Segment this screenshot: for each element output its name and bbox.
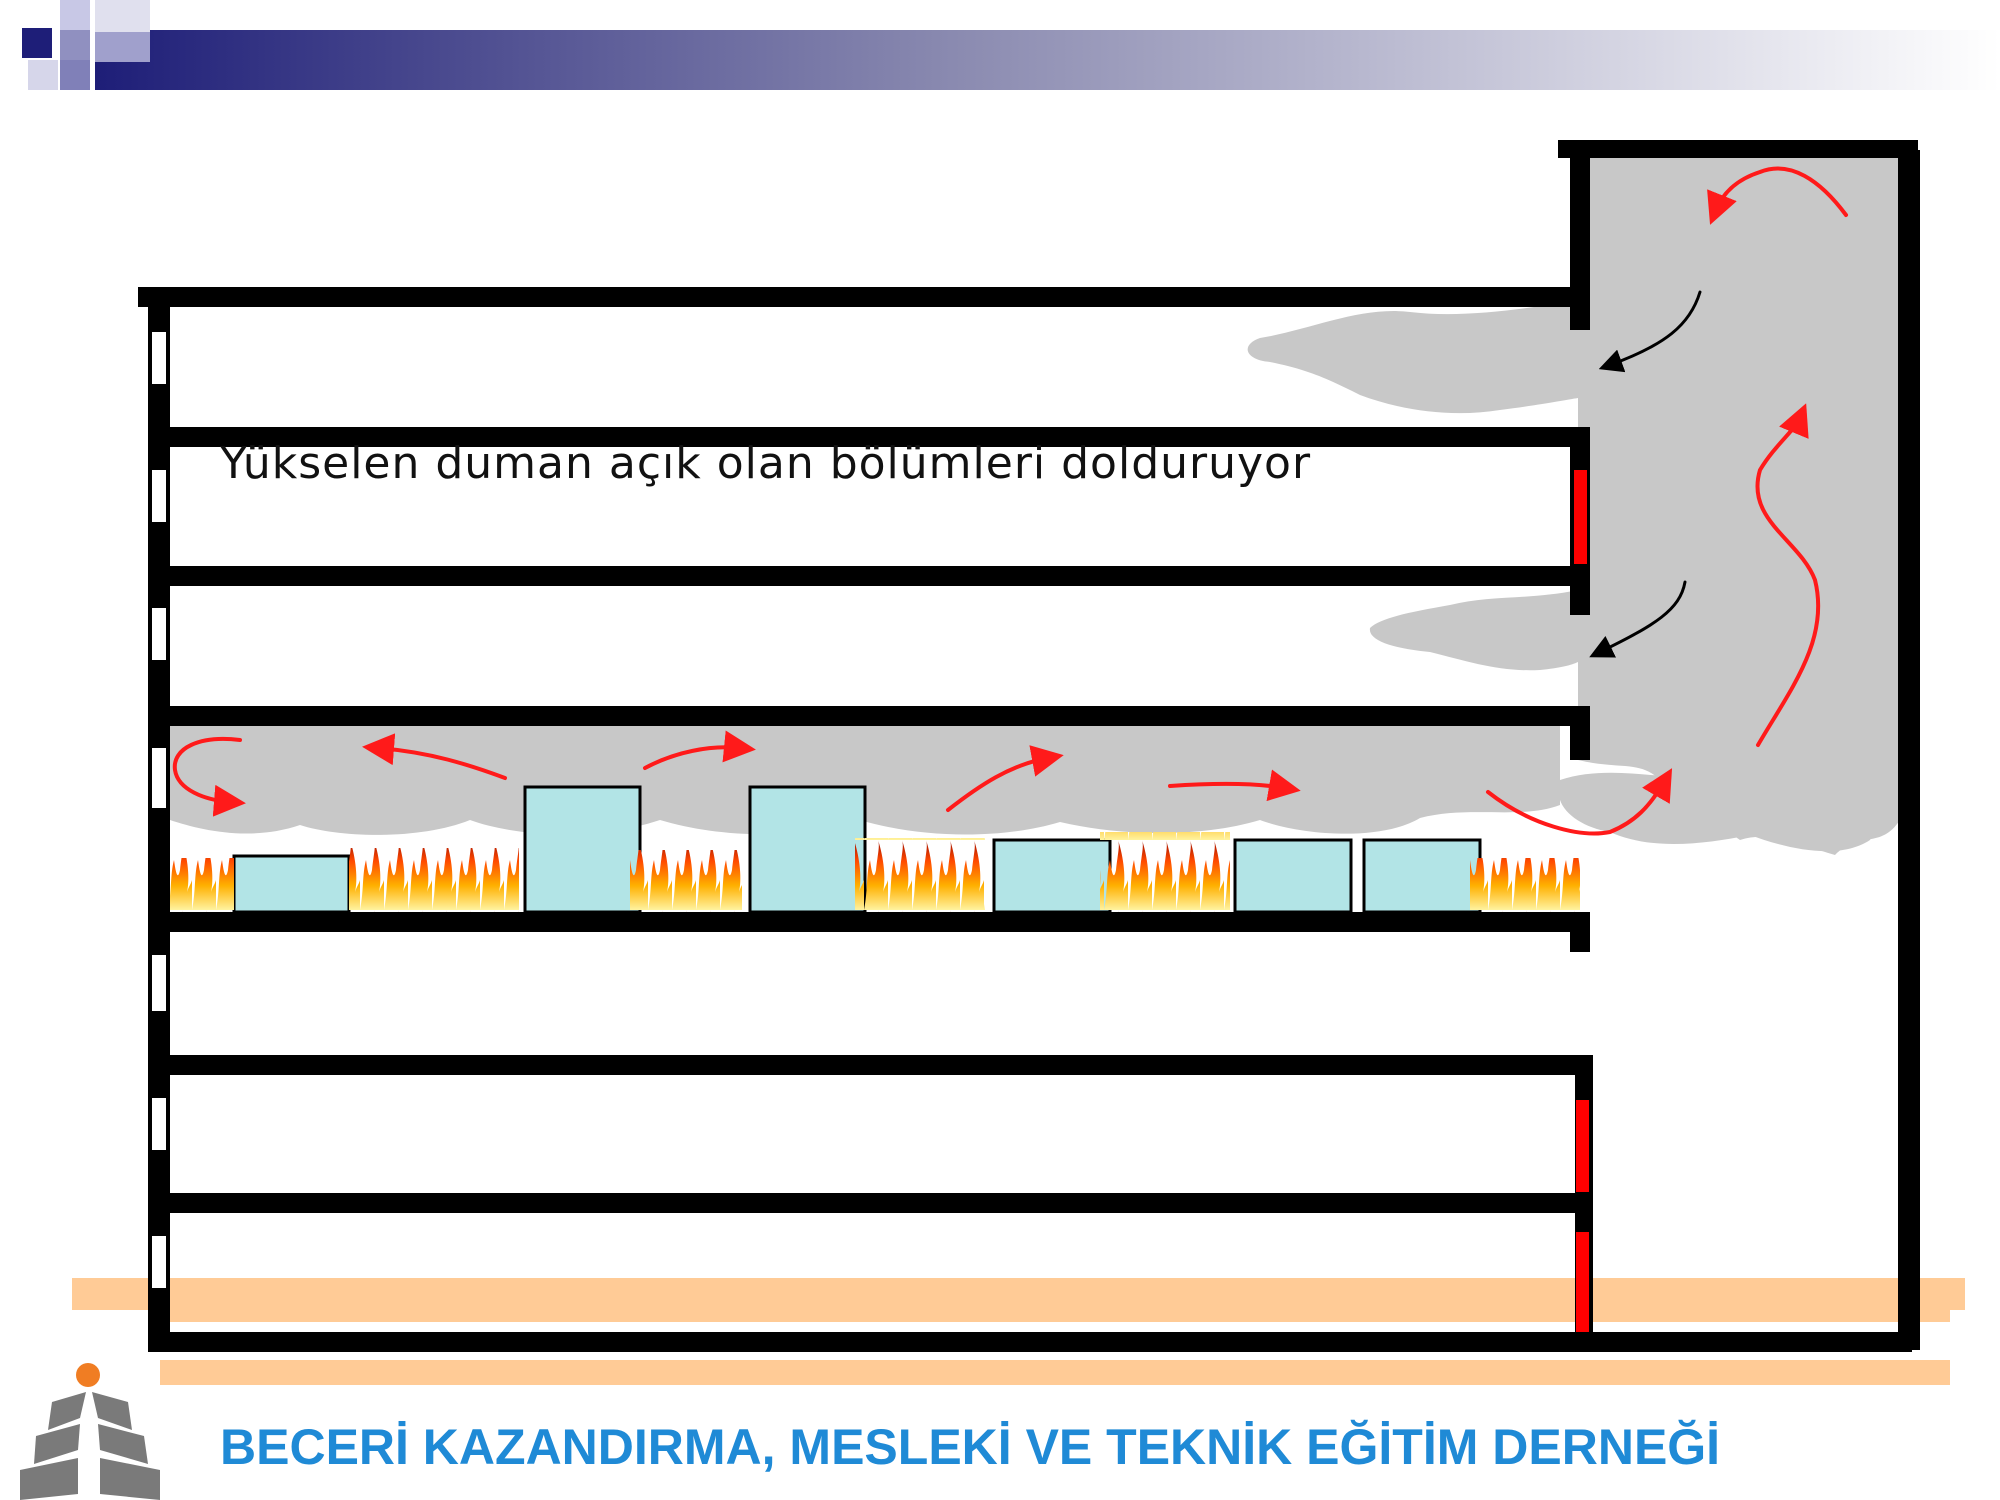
window [152, 608, 166, 660]
flow-arrow [172, 737, 246, 817]
furniture [232, 785, 1482, 914]
building-structure [138, 140, 1920, 1352]
fire-door [1574, 470, 1587, 564]
smoke-flow-arrows [172, 166, 1848, 836]
wall-windows [152, 332, 166, 1288]
window [152, 1236, 166, 1288]
association-logo-icon [20, 1363, 160, 1500]
smoke-cloud [170, 148, 1900, 855]
furniture-block [748, 785, 867, 914]
floor-slab [148, 1332, 1912, 1352]
flow-arrow [1707, 166, 1848, 225]
smoke-entry-arrows [1589, 290, 1702, 658]
fire-door [1576, 1232, 1589, 1332]
floor-slab [148, 1193, 1588, 1213]
furniture-block [232, 854, 351, 914]
entry-arrow [1598, 290, 1702, 373]
floor-slab [138, 287, 1578, 307]
floor-slab [148, 427, 1578, 447]
window [152, 1098, 166, 1150]
window [152, 332, 166, 384]
window [152, 748, 166, 808]
floor-slab [148, 912, 1588, 932]
footer-organization-name: BECERİ KAZANDIRMA, MESLEKİ VE TEKNİK EĞİ… [220, 1419, 1721, 1475]
flow-arrow [643, 730, 756, 770]
flow-arrow [362, 733, 507, 780]
furniture-block [523, 785, 642, 914]
flow-arrow [1755, 403, 1821, 747]
flow-arrow [1168, 769, 1301, 802]
flow-arrow [1486, 768, 1673, 836]
flow-arrow [946, 745, 1064, 812]
floor-slab [148, 566, 1578, 586]
furniture-block [1233, 838, 1353, 914]
fire-doors [1574, 470, 1589, 1332]
floor-slab [148, 706, 1578, 726]
fire-door [1576, 1100, 1589, 1192]
window [152, 955, 166, 1011]
entry-arrow [1589, 580, 1687, 658]
header-mosaic [0, 0, 2000, 95]
floor-slab [148, 1055, 1588, 1075]
window [152, 470, 166, 522]
furniture-block [992, 838, 1112, 914]
furniture-block [1362, 838, 1482, 914]
smoke-caption: Yükselen duman açık olan bölümleri doldu… [220, 438, 1312, 489]
